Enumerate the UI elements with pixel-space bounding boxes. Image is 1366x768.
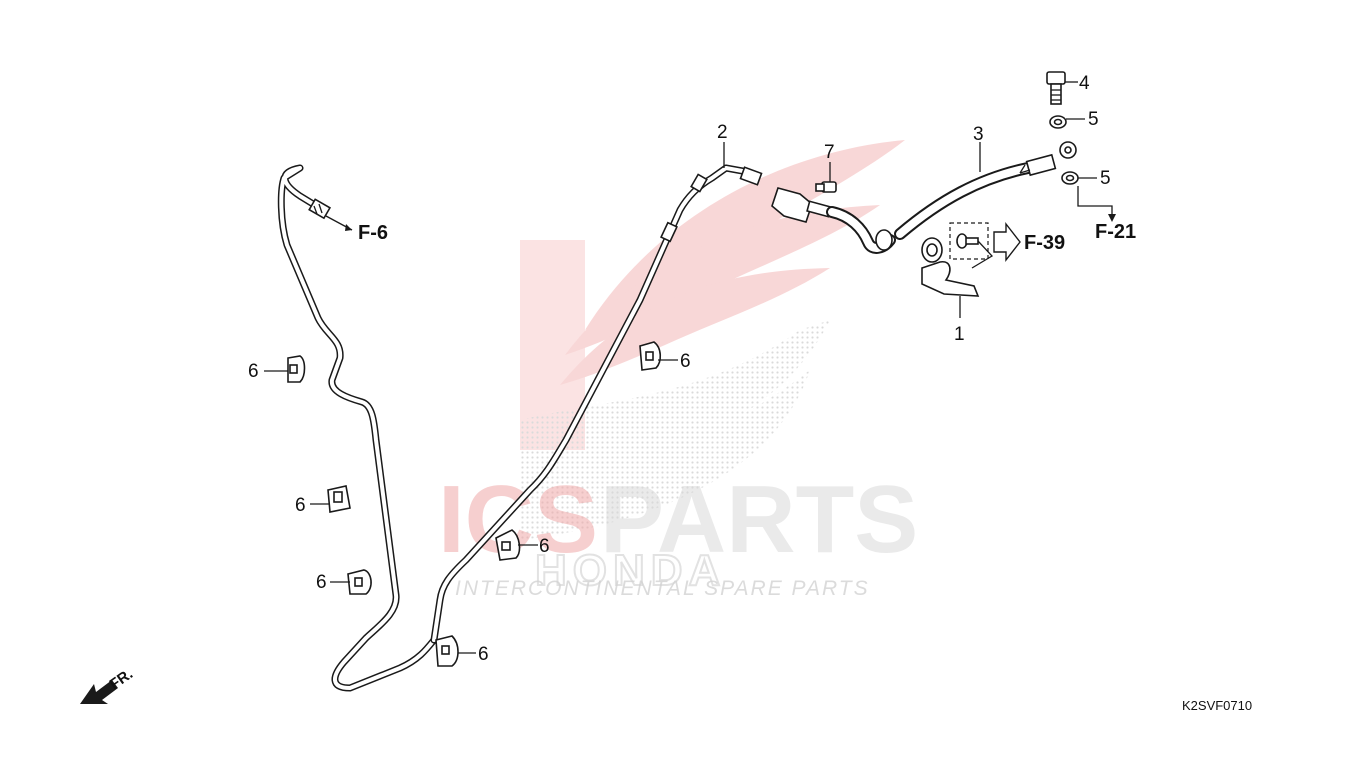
hose-clamp	[921, 237, 980, 297]
watermark-brand-parts: PARTS	[600, 466, 918, 573]
reference-f6: F-6	[358, 222, 388, 244]
clip-6a	[287, 355, 306, 383]
main-brake-pipe	[430, 164, 763, 644]
callout-6-center-upper: 6	[680, 351, 691, 372]
watermark-tagline: INTERCONTINENTAL SPARE PARTS	[455, 577, 870, 600]
watermark-make: HONDA	[535, 546, 726, 595]
screw-box	[949, 222, 989, 260]
callout-3: 3	[973, 124, 984, 145]
f39-arrow-icon	[993, 221, 1021, 263]
callout-6-left-lower: 6	[316, 572, 327, 593]
callout-6-center-lower: 6	[478, 644, 489, 665]
screw-leader	[971, 240, 994, 269]
callout-5-lower: 5	[1100, 168, 1111, 189]
callout-2: 2	[717, 122, 728, 143]
reference-f21: F-21	[1095, 221, 1136, 243]
reference-f39: F-39	[1024, 232, 1065, 254]
diagram-code: K2SVF0710	[1182, 698, 1252, 713]
sealing-washer-upper-hole	[1053, 118, 1063, 126]
clip-6b	[327, 485, 351, 513]
front-direction-arrow-icon	[80, 680, 118, 704]
callout-6-left-middle: 6	[295, 495, 306, 516]
brake-hose	[771, 141, 1077, 254]
clip-6d	[639, 341, 662, 371]
callout-1: 1	[954, 324, 965, 345]
left-brake-pipe	[277, 164, 438, 692]
callout-4: 4	[1079, 73, 1090, 94]
callout-6-left-upper: 6	[248, 361, 259, 382]
sealing-washer-lower-hole	[1065, 174, 1075, 182]
clip-6c	[347, 569, 372, 595]
screw-icon	[956, 233, 979, 249]
clip-6e	[495, 529, 521, 561]
callout-6-center-middle: 6	[539, 536, 550, 557]
banjo-bolt	[1046, 71, 1066, 105]
callout-7: 7	[824, 142, 835, 163]
bolt-7	[815, 181, 837, 193]
clip-6f	[435, 635, 459, 667]
callout-5-upper: 5	[1088, 109, 1099, 130]
leader-lines	[264, 81, 1116, 654]
watermark: ICS PARTS HONDA INTERCONTINENTAL SPARE P…	[438, 140, 918, 600]
